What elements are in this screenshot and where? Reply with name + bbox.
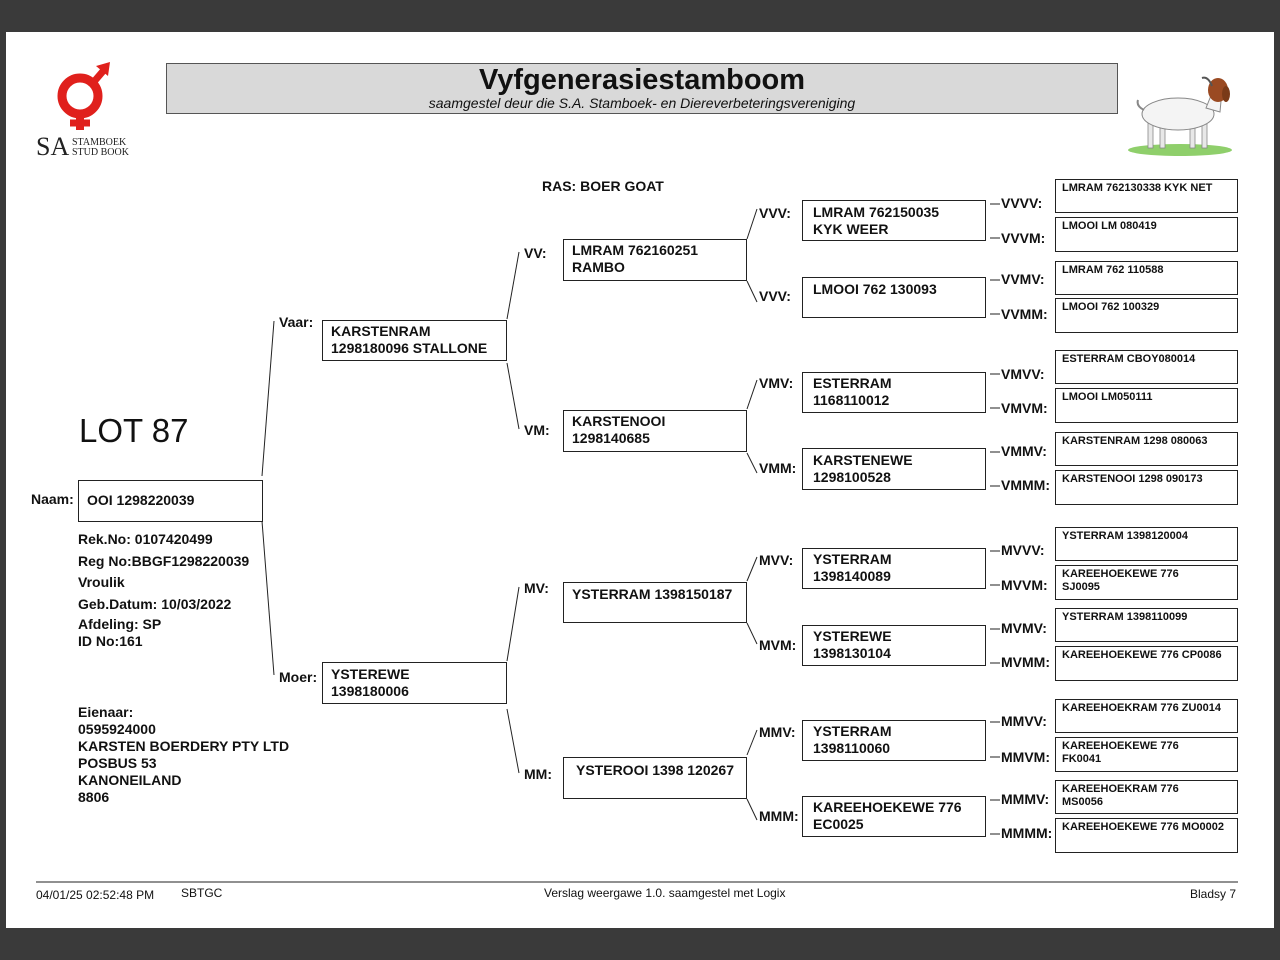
- owner-line: POSBUS 53: [78, 755, 157, 771]
- mmvm-label: MMVM:: [1001, 749, 1050, 765]
- footer-version: Verslag weergawe 1.0. saamgestel met Log…: [544, 886, 786, 900]
- division: Afdeling: SP: [78, 616, 162, 632]
- owner-line: KARSTEN BOERDERY PTY LTD: [78, 738, 290, 754]
- logo-studbook-text: STUD BOOK: [72, 147, 129, 158]
- rek-no: Rek.No: 0107420499: [78, 531, 213, 547]
- mvmm-label: MVMM:: [1001, 654, 1050, 670]
- animal-name-box: OOI 1298220039: [78, 480, 263, 522]
- mvv-label: MVV:: [759, 552, 794, 568]
- vv-box: LMRAM 762160251 RAMBO: [563, 239, 747, 281]
- vmvv-label: VMVV:: [1001, 366, 1045, 382]
- mmm-label: MMM:: [759, 808, 799, 824]
- mmvm-box: KAREEHOEKEWE 776 FK0041: [1055, 737, 1238, 772]
- vvvm-box: LMOOI LM 080419: [1055, 217, 1238, 252]
- dam-label: Moer:: [279, 669, 318, 685]
- vvmm-label: VVMM:: [1001, 306, 1048, 322]
- lot-number: LOT 87: [79, 412, 189, 449]
- birth-date: Geb.Datum: 10/03/2022: [78, 595, 232, 612]
- boer-goat-illustration: [1128, 76, 1232, 156]
- vmmv-box: KARSTENRAM 1298 080063: [1055, 432, 1238, 466]
- page-subtitle: saamgestel deur die S.A. Stamboek- en Di…: [428, 95, 856, 111]
- vvv-box: LMRAM 762150035 KYK WEER: [802, 200, 986, 241]
- vm-box: KARSTENOOI 1298140685: [563, 410, 747, 452]
- id-no: ID No:161: [78, 633, 143, 649]
- mv-box: YSTERRAM 1398150187: [563, 582, 747, 623]
- mvvv-box: YSTERRAM 1398120004: [1055, 527, 1238, 561]
- vmmm-box: KARSTENOOI 1298 090173: [1055, 470, 1238, 505]
- vvmv-label: VVMV:: [1001, 271, 1045, 287]
- mvv-box: YSTERRAM 1398140089: [802, 548, 986, 589]
- vvmm-box: LMOOI 762 100329: [1055, 298, 1238, 333]
- mm-label: MM:: [524, 766, 552, 782]
- vvmv-box: LMRAM 762 110588: [1055, 261, 1238, 295]
- vmvm-label: VMVM:: [1001, 400, 1048, 416]
- footer-datetime: 04/01/25 02:52:48 PM: [36, 888, 155, 902]
- mmvv-box: KAREEHOEKRAM 776 ZU0014: [1055, 699, 1238, 733]
- mmmm-box: KAREEHOEKEWE 776 MO0002: [1055, 818, 1238, 853]
- vmv-label: VMV:: [759, 375, 794, 391]
- mmmm-label: MMMM:: [1001, 825, 1053, 841]
- pedigree-connector-lines: [36, 203, 1238, 883]
- mmmv-label: MMMV:: [1001, 791, 1050, 807]
- mvmm-box: KAREEHOEKEWE 776 CP0086: [1055, 646, 1238, 681]
- owner-line: 0595924000: [78, 721, 156, 737]
- vvvv-label: VVVV:: [1001, 195, 1043, 211]
- mvvm-box: KAREEHOEKEWE 776 SJ0095: [1055, 565, 1238, 600]
- vmm-label: VMM:: [759, 460, 797, 476]
- vmv-box: ESTERRAM 1168110012: [802, 372, 986, 413]
- logo-stamboek-text: STAMBOEK: [72, 137, 127, 148]
- footer-page-number: Bladsy 7: [1190, 887, 1237, 901]
- dam-box: YSTEREWE 1398180006: [322, 662, 507, 704]
- animal-name: OOI 1298220039: [87, 492, 195, 508]
- mmv-box: YSTERRAM 1398110060: [802, 720, 986, 761]
- mmv-label: MMV:: [759, 724, 796, 740]
- vmvm-box: LMOOI LM050111: [1055, 388, 1238, 423]
- mvmv-box: YSTERRAM 1398110099: [1055, 608, 1238, 642]
- name-label: Naam:: [31, 491, 74, 507]
- mvm-box: YSTEREWE 1398130104: [802, 625, 986, 666]
- gender-symbol-logo-icon: [57, 62, 110, 130]
- vvm-label: VVV:: [759, 288, 791, 304]
- mv-label: MV:: [524, 580, 549, 596]
- vmmv-label: VMMV:: [1001, 443, 1047, 459]
- sex: Vroulik: [78, 574, 125, 590]
- vv-label: VV:: [524, 245, 547, 261]
- breed-label: RAS: BOER GOAT: [542, 178, 664, 194]
- vvm-box: LMOOI 762 130093: [802, 277, 986, 318]
- owner-block: Eienaar: 0595924000 KARSTEN BOERDERY PTY…: [78, 704, 289, 806]
- mmmv-box: KAREEHOEKRAM 776 MS0056: [1055, 780, 1238, 814]
- reg-no: Reg No:BBGF1298220039: [78, 552, 250, 569]
- vvv-label: VVV:: [759, 205, 791, 221]
- sire-box: KARSTENRAM 1298180096 STALLONE: [322, 320, 507, 361]
- footer-code: SBTGC: [181, 886, 223, 900]
- vmmm-label: VMMM:: [1001, 477, 1050, 493]
- sire-label: Vaar:: [279, 314, 314, 330]
- mvmv-label: MVMV:: [1001, 620, 1047, 636]
- vvvv-box: LMRAM 762130338 KYK NET: [1055, 179, 1238, 213]
- page-title: Vyfgenerasiestamboom: [478, 64, 806, 96]
- animal-details: Rek.No: 0107420499 Reg No:BBGF1298220039…: [78, 529, 249, 649]
- mmvv-label: MMVV:: [1001, 713, 1047, 729]
- logo: SA STAMBOEK STUD BOOK: [36, 60, 146, 161]
- owner-line: 8806: [78, 789, 110, 805]
- pedigree-page: SA STAMBOEK STUD BOOK Vyfgenerasiestambo…: [6, 32, 1274, 928]
- mm-box: YSTEROOI 1398 120267: [563, 757, 747, 799]
- owner-label: Eienaar:: [78, 704, 134, 720]
- owner-line: KANONEILAND: [78, 772, 182, 788]
- vm-label: VM:: [524, 422, 550, 438]
- mvvv-label: MVVV:: [1001, 542, 1045, 558]
- mvm-label: MVM:: [759, 637, 797, 653]
- title-banner: Vyfgenerasiestamboom saamgestel deur die…: [166, 63, 1118, 114]
- vmvv-box: ESTERRAM CBOY080014: [1055, 350, 1238, 384]
- vvvm-label: VVVM:: [1001, 230, 1046, 246]
- mmm-box: KAREEHOEKEWE 776 EC0025: [802, 796, 986, 837]
- vmm-box: KARSTENEWE 1298100528: [802, 448, 986, 490]
- logo-sa-text: SA: [36, 132, 70, 161]
- mvvm-label: MVVM:: [1001, 577, 1048, 593]
